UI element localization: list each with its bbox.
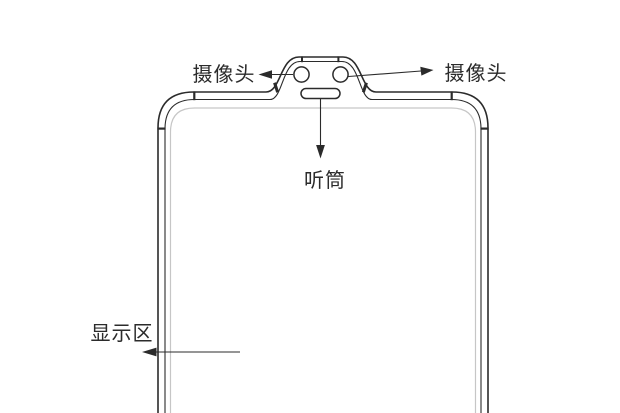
display-area-label: 显示区 [91,323,154,345]
earpiece-slot [300,87,341,100]
earpiece-label: 听筒 [304,169,346,192]
camera-right-lens [332,66,349,83]
camera-left-arrow [258,70,293,79]
notch-top-left-cap [301,56,303,63]
earpiece-arrowhead [316,145,325,159]
top-right-joint-cap [450,91,453,101]
camera-right-arrowhead [420,66,434,76]
right-side-joint-cap [480,127,489,130]
notch-base-right-cap [361,82,368,93]
display-area-arrowhead [142,347,157,357]
camera-left-label: 摄像头 [193,63,256,86]
display-edge-line [169,107,477,413]
phone-frame-outer-line [157,56,489,413]
top-left-joint-cap [193,91,196,101]
notch [293,66,349,100]
phone-frame-inner-line [164,60,482,413]
annotation-arrows [142,66,434,357]
notch-base-left-cap [273,82,280,93]
earpiece-arrow [316,98,325,159]
display-area-arrow [142,347,240,357]
camera-left-lens [293,66,310,83]
camera-right-label: 摄像头 [445,62,508,85]
frame-joint-caps [157,56,489,130]
camera-left-arrowhead [258,70,272,79]
left-side-joint-cap [157,127,166,130]
camera-right-arrow [348,66,434,78]
notch-top-right-cap [337,56,340,63]
